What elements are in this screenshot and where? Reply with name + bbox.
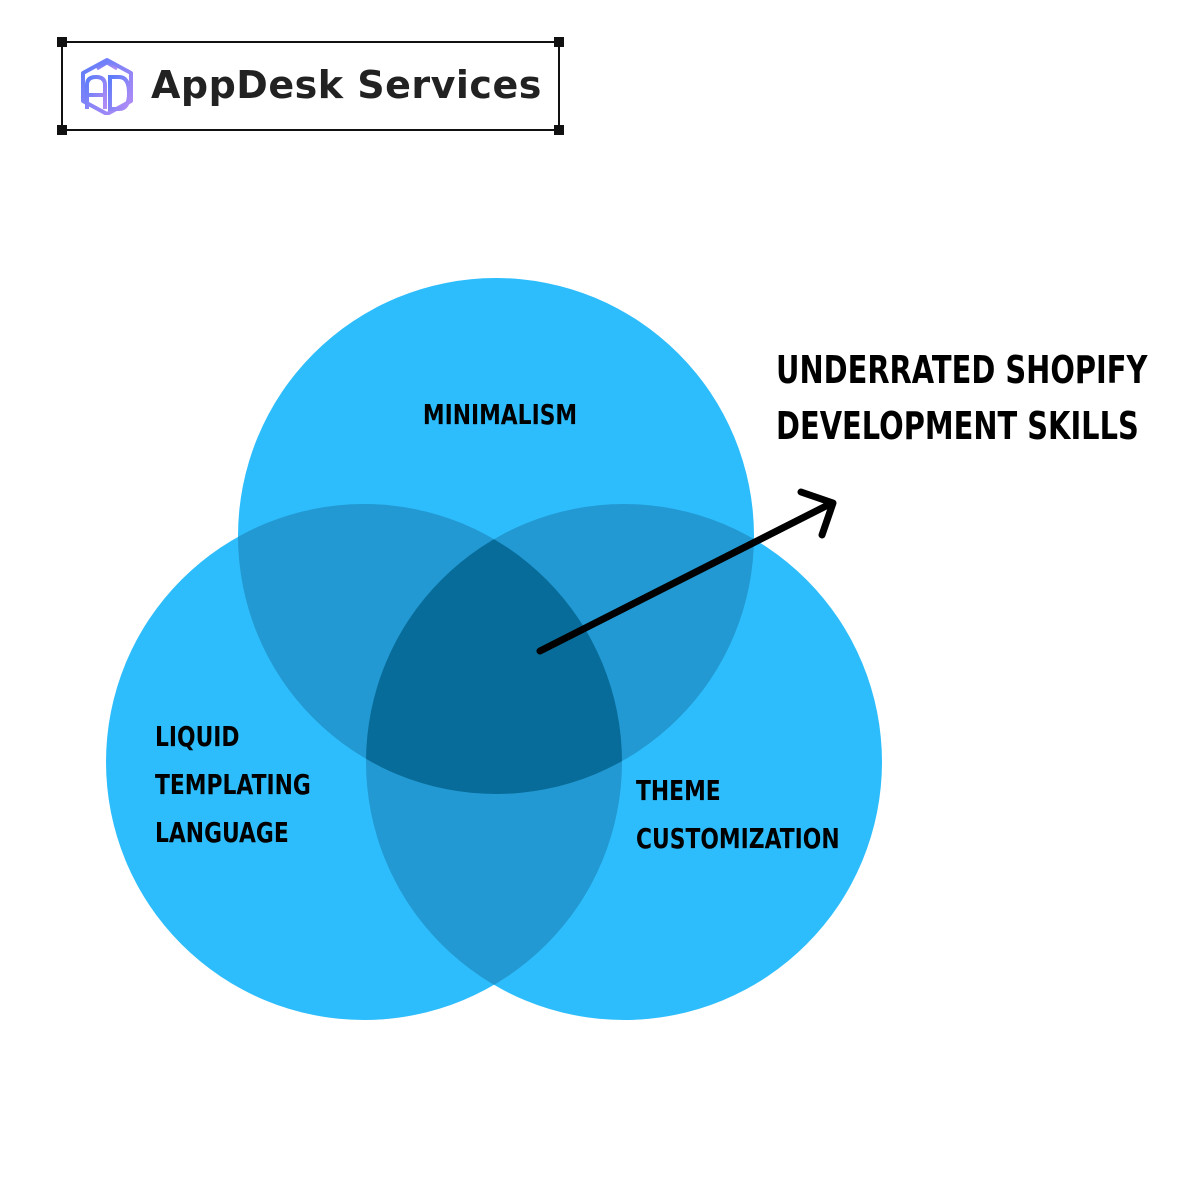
overlap-center (366, 504, 622, 794)
frame-handle-bottom-left (57, 125, 67, 135)
callout-title-line-1: UNDERRATED SHOPIFY (776, 348, 1148, 392)
frame-handle-top-right (554, 37, 564, 47)
brand-logo-frame: AppDesk Services (57, 37, 564, 135)
callout-title: UNDERRATED SHOPIFY DEVELOPMENT SKILLS (776, 342, 1200, 454)
callout-title-line-2: DEVELOPMENT SKILLS (776, 404, 1139, 448)
brand-name: AppDesk Services (151, 63, 542, 107)
label-minimalism: MINIMALISM (423, 398, 577, 430)
frame-handle-top-left (57, 37, 67, 47)
label-liquid-templating-language: LIQUID TEMPLATING LANGUAGE (155, 720, 318, 848)
appdesk-logo-icon (81, 58, 133, 115)
label-theme-customization: THEME CUSTOMIZATION (636, 774, 840, 854)
frame-handle-bottom-right (554, 125, 564, 135)
callout-arrow (536, 488, 837, 655)
